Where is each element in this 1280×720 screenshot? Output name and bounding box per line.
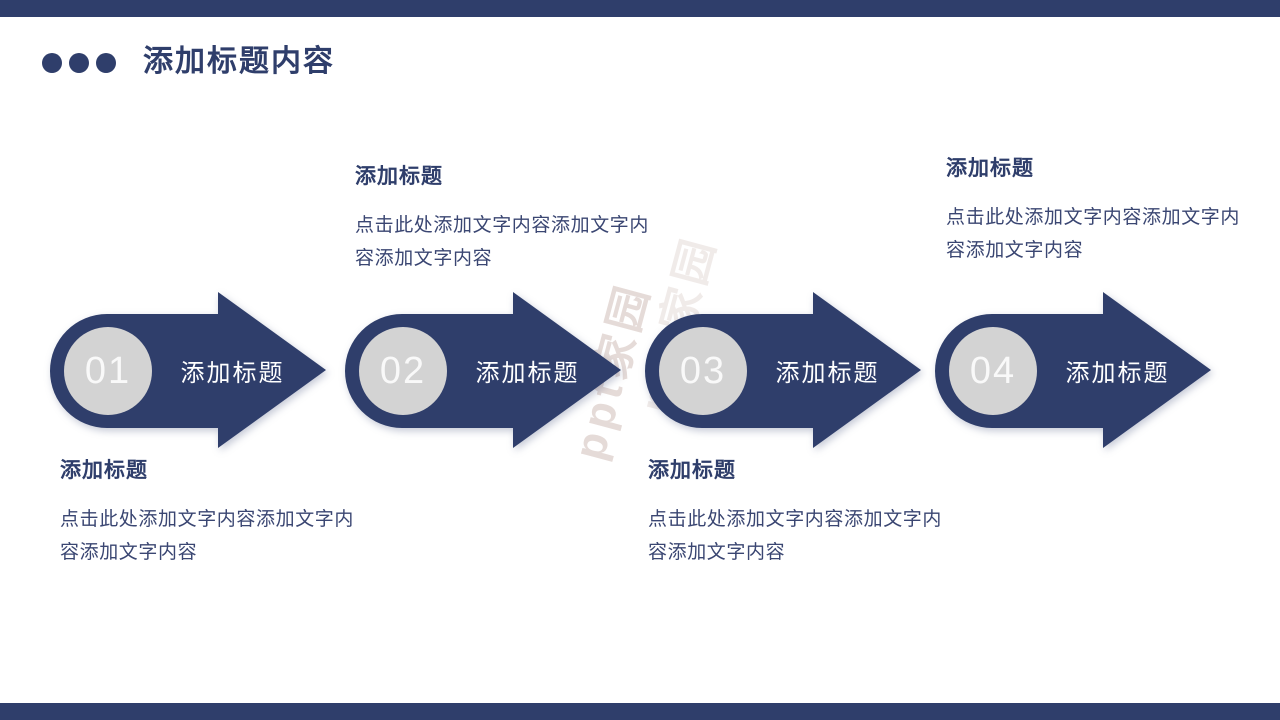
note-body: 点击此处添加文字内容添加文字内 容添加文字内容 [946,201,1266,267]
note-body-line: 容添加文字内容 [355,248,493,269]
note-body-line: 点击此处添加文字内容添加文字内 [355,215,650,236]
note-block-step-2: 添加标题 点击此处添加文字内容添加文字内 容添加文字内容 [355,164,675,275]
note-heading: 添加标题 [355,165,443,188]
note-heading: 添加标题 [946,157,1034,180]
step-label: 添加标题 [180,359,285,387]
step-label: 添加标题 [775,359,880,387]
note-body: 点击此处添加文字内容添加文字内 容添加文字内容 [648,503,968,569]
title-bullet-icon [69,53,89,73]
slide-title: 添加标题内容 [143,45,335,78]
note-heading: 添加标题 [648,459,736,482]
step-label: 添加标题 [475,359,580,387]
step-number: 04 [969,349,1017,392]
arrow-shape [645,292,921,448]
step-number: 01 [84,349,132,392]
note-block-step-1: 添加标题 点击此处添加文字内容添加文字内 容添加文字内容 [60,458,380,569]
arrow-shape [345,292,621,448]
step-number: 02 [379,349,427,392]
note-body-line: 点击此处添加文字内容添加文字内 [60,509,355,530]
note-body: 点击此处添加文字内容添加文字内 容添加文字内容 [355,209,675,275]
title-bullets [42,53,116,73]
process-step-3: 03 添加标题 [645,290,922,450]
process-step-2: 02 添加标题 [345,290,622,450]
title-bullet-icon [96,53,116,73]
note-body-line: 容添加文字内容 [60,542,198,563]
bottom-accent-bar [0,703,1280,720]
arrow-shape [50,292,326,448]
process-step-1: 01 添加标题 [50,290,327,450]
process-step-4: 04 添加标题 [935,290,1212,450]
note-body: 点击此处添加文字内容添加文字内 容添加文字内容 [60,503,380,569]
arrow-shape [935,292,1211,448]
title-bullet-icon [42,53,62,73]
top-accent-bar [0,0,1280,17]
note-body-line: 点击此处添加文字内容添加文字内 [946,207,1241,228]
note-body-line: 点击此处添加文字内容添加文字内 [648,509,943,530]
step-label: 添加标题 [1065,359,1170,387]
step-number: 03 [679,349,727,392]
note-heading: 添加标题 [60,459,148,482]
note-block-step-3: 添加标题 点击此处添加文字内容添加文字内 容添加文字内容 [648,458,968,569]
note-block-step-4: 添加标题 点击此处添加文字内容添加文字内 容添加文字内容 [946,156,1266,267]
note-body-line: 容添加文字内容 [648,542,786,563]
note-body-line: 容添加文字内容 [946,240,1084,261]
